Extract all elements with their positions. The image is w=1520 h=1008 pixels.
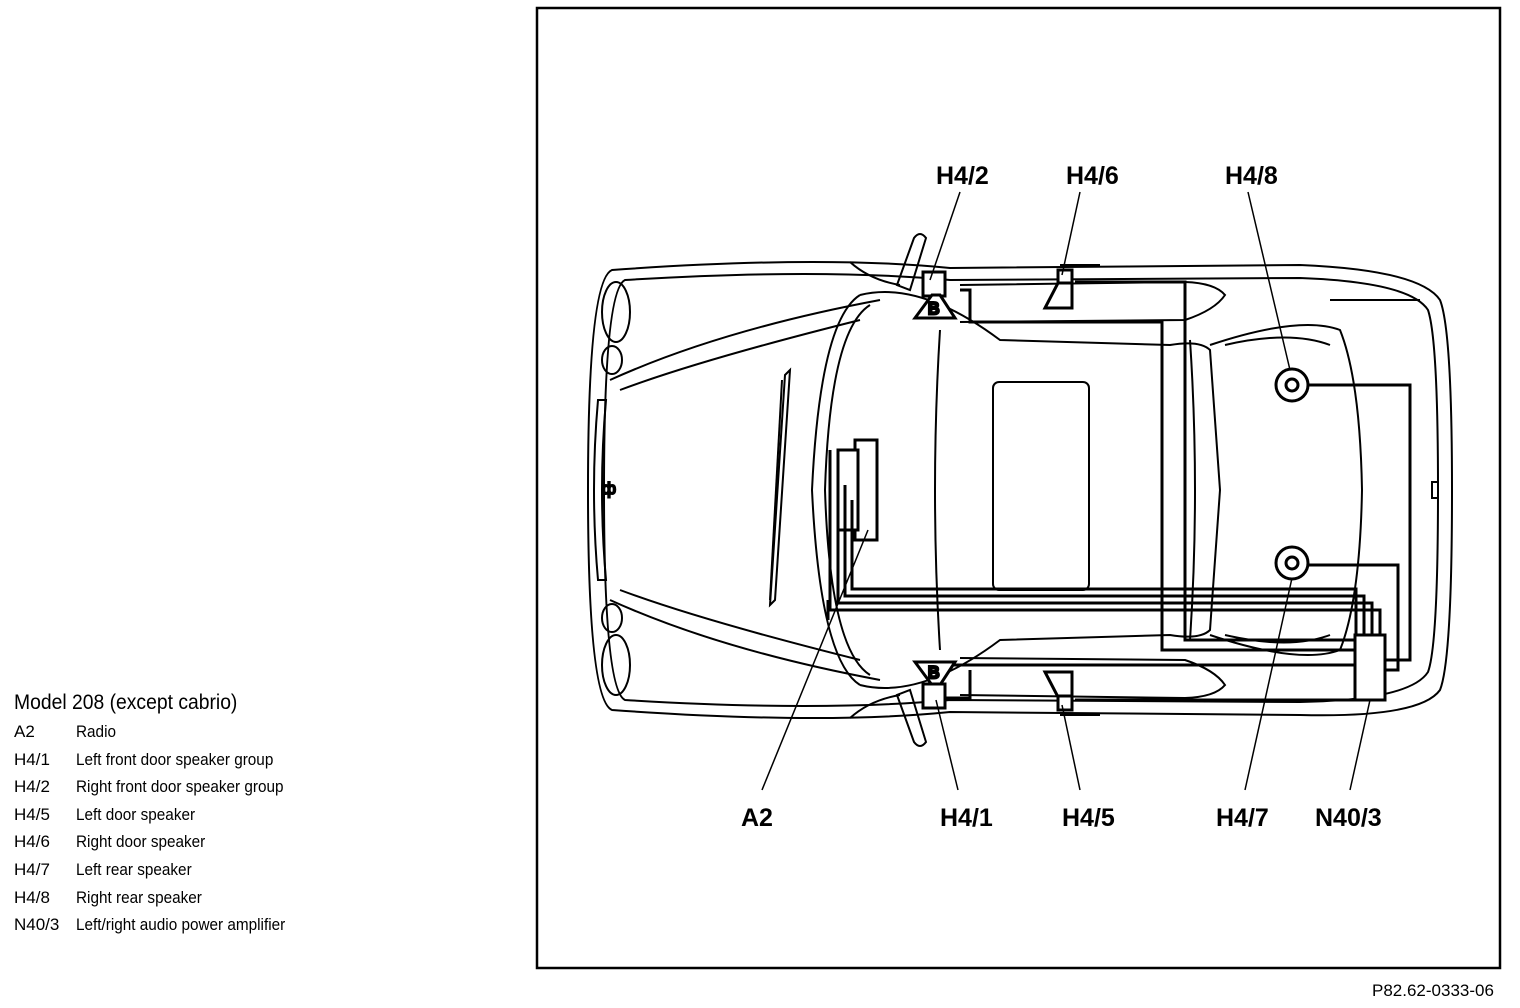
speaker-h4-1: B [912, 660, 958, 710]
legend-row: H4/5 Left door speaker [14, 801, 334, 829]
car-outline: ф [586, 233, 1454, 747]
speaker-mark: B [928, 299, 939, 318]
legend-desc: Left rear speaker [76, 859, 192, 879]
legend-title: Model 208 (except cabrio) [14, 691, 238, 714]
callout-h4-8: H4/8 [1225, 162, 1278, 190]
legend-row: H4/2 Right front door speaker group [14, 773, 334, 801]
speaker-h4-8 [1274, 367, 1310, 403]
callout-h4-5: H4/5 [1062, 804, 1115, 832]
legend-code: H4/7 [14, 859, 50, 879]
legend-code: N40/3 [14, 915, 60, 935]
legend-desc: Right front door speaker group [76, 777, 284, 797]
legend-desc: Left/right audio power amplifier [76, 915, 286, 935]
legend-code: H4/1 [14, 749, 50, 769]
speaker-h4-5 [1042, 670, 1074, 712]
figure-reference: P82.62-0333-06 [1372, 981, 1494, 1000]
legend-code: A2 [14, 722, 35, 741]
legend-code: H4/8 [14, 887, 50, 907]
callout-h4-2: H4/2 [936, 162, 989, 190]
legend-desc: Right door speaker [76, 832, 206, 852]
speaker-h4-7 [1274, 545, 1310, 581]
legend-row: H4/7 Left rear speaker [14, 856, 334, 884]
legend-row: A2 Radio [14, 718, 334, 746]
legend-row: H4/6 Right door speaker [14, 828, 334, 856]
callout-n40-3: N40/3 [1315, 804, 1382, 832]
legend-row: N40/3 Left/right audio power amplifier [14, 911, 334, 939]
legend-row: H4/1 Left front door speaker group [14, 746, 334, 774]
diagram-frame [535, 6, 1502, 970]
speaker-h4-2: B [912, 270, 958, 320]
legend-desc: Right rear speaker [76, 887, 202, 907]
legend-desc: Left door speaker [76, 804, 196, 824]
legend-code: H4/2 [14, 777, 50, 797]
callout-h4-6: H4/6 [1066, 162, 1119, 190]
speaker-h4-6 [1042, 268, 1074, 310]
leader-lines [761, 191, 1371, 791]
legend-desc: Left front door speaker group [76, 749, 274, 769]
legend-row: H4/8 Right rear speaker [14, 884, 334, 912]
speaker-mark: B [928, 663, 939, 682]
legend-code: H4/5 [14, 804, 50, 824]
emblem-mark: ф [602, 479, 616, 498]
legend-desc: Radio [76, 722, 116, 741]
legend-code: H4/6 [14, 832, 50, 852]
amplifier-n40-3 [1353, 633, 1387, 702]
callout-a2: A2 [741, 804, 773, 832]
wiring-harness [826, 280, 1412, 702]
callout-h4-7: H4/7 [1216, 804, 1269, 832]
callout-h4-1: H4/1 [940, 804, 993, 832]
